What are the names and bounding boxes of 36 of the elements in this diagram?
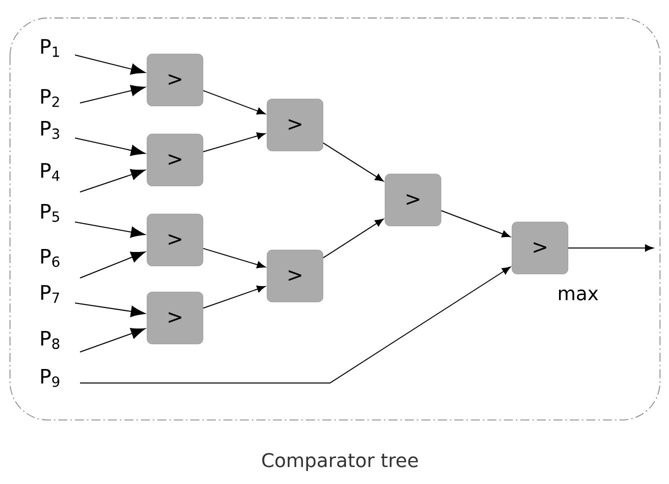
- comparator-box: >: [266, 98, 324, 152]
- input-label: P$_{1}$: [41, 39, 59, 57]
- input-label: P$_{9}$: [41, 368, 60, 387]
- arrow: [74, 54, 146, 75]
- arrow: [80, 84, 146, 104]
- input-label: P$_{7}$: [41, 285, 60, 303]
- input-label: P$_{5}$: [41, 204, 60, 222]
- input-label: P$_{2}$: [41, 89, 59, 107]
- input-label: P$_{3}$: [41, 121, 60, 139]
- arrow: [80, 252, 146, 278]
- comparator-box: >: [512, 222, 568, 274]
- arrow: [80, 169, 146, 192]
- arrow: [74, 302, 146, 318]
- input-label: P$_{6}$: [41, 248, 60, 267]
- arrow: [202, 286, 266, 309]
- caption: Comparator tree: [262, 452, 418, 471]
- arrow: [74, 138, 146, 156]
- arrow: [322, 142, 384, 182]
- comparator-box: >: [146, 134, 204, 186]
- comparator-box: >: [146, 214, 204, 266]
- arrow: [322, 218, 384, 258]
- arrow: [74, 221, 146, 238]
- arrow: [568, 244, 654, 252]
- arrow: [80, 328, 146, 352]
- arrow: [80, 266, 511, 384]
- arrow: [202, 90, 266, 114]
- comparator-box: >: [384, 174, 442, 226]
- arrow: [202, 248, 266, 268]
- comparator-box: >: [146, 292, 204, 344]
- comparator-box: >: [146, 54, 204, 106]
- input-label: P$_{8}$: [41, 330, 60, 349]
- arrow: [440, 210, 510, 238]
- arrow: [202, 132, 266, 152]
- output-label: max: [559, 290, 598, 300]
- comparator-box: >: [266, 250, 324, 302]
- input-label: P$_{4}$: [41, 163, 60, 181]
